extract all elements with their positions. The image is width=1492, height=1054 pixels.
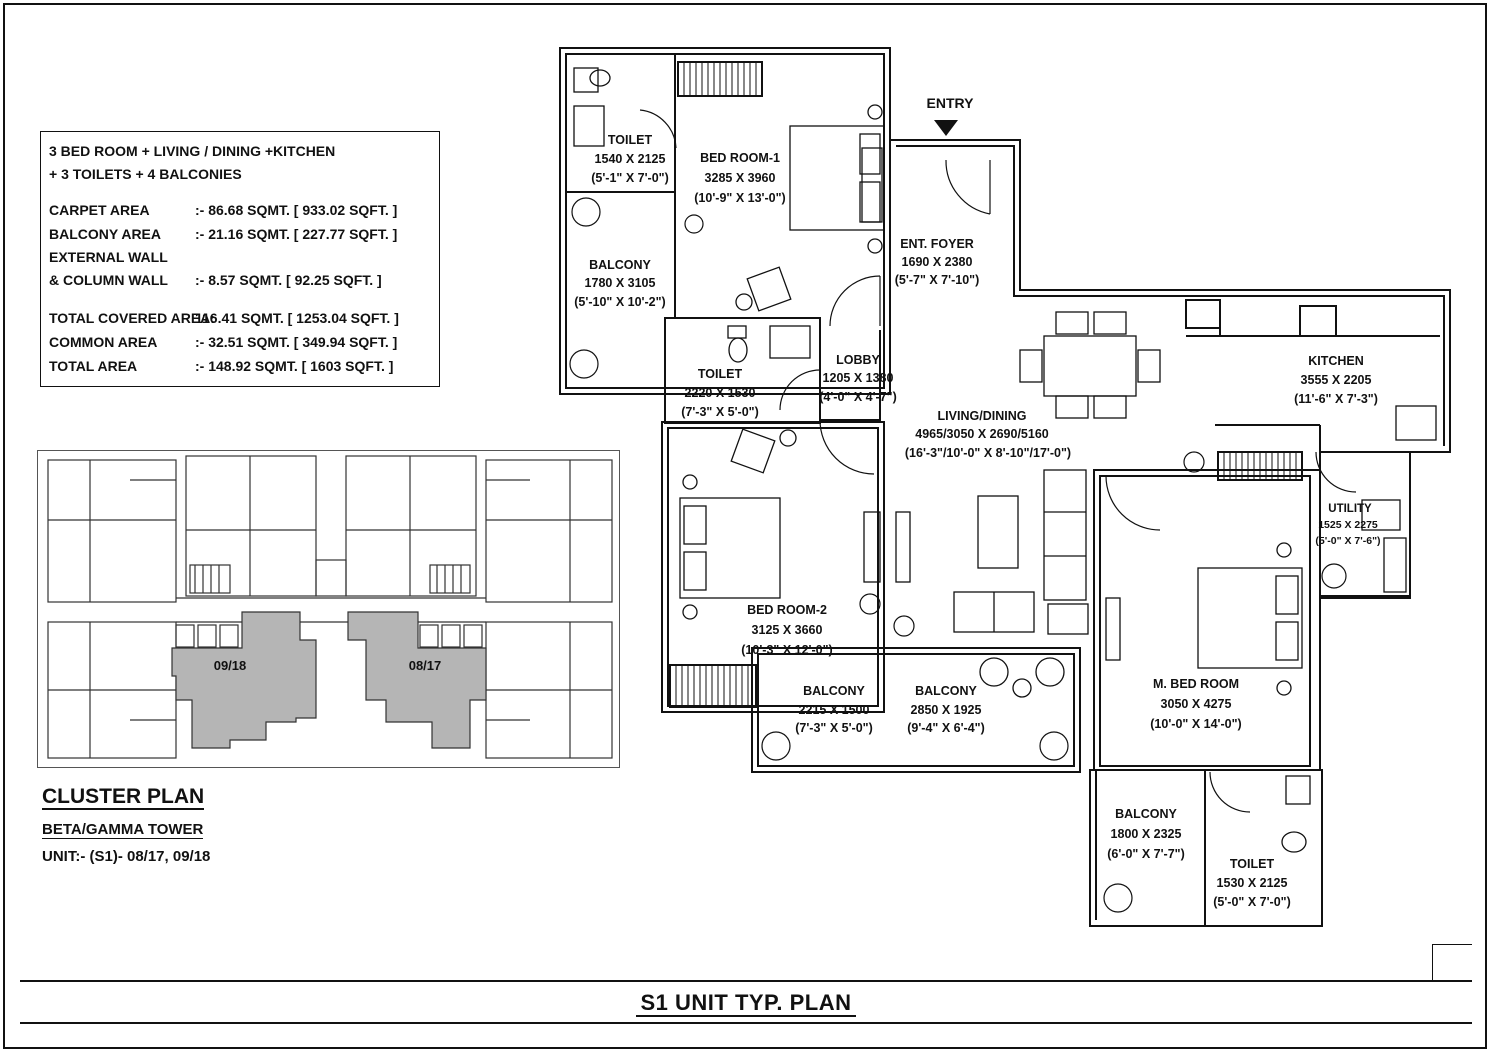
area-value: 116.41 SQMT. [ 1253.04 SQFT. ] xyxy=(195,310,399,326)
room-dims: 1205 X 1380 xyxy=(823,371,894,385)
doors xyxy=(639,109,1357,813)
room-name: ENT. FOYER xyxy=(900,237,974,251)
area-value: :- 148.92 SQMT. [ 1603 SQFT. ] xyxy=(195,358,394,374)
room-name: BALCONY xyxy=(803,684,865,698)
room-imperial: (9'-4" X 6'-4") xyxy=(907,721,985,735)
tower-name-text: BETA/GAMMA TOWER xyxy=(42,821,204,839)
room-dims: 1525 X 2275 xyxy=(1318,519,1378,531)
room-imperial: (10'-3" X 12'-0") xyxy=(741,643,832,657)
room-dims: 3050 X 4275 xyxy=(1161,697,1232,711)
plant-icons xyxy=(569,197,1347,913)
room-imperial: (16'-3"/10'-0" X 8'-10"/17'-0") xyxy=(905,446,1071,460)
room-dims: 1690 X 2380 xyxy=(902,255,973,269)
drawing-sheet xyxy=(3,3,1487,1049)
room-name: TOILET xyxy=(698,367,743,381)
area-row: CARPET AREA :- 86.68 SQMT. [ 933.02 SQFT.… xyxy=(49,202,397,218)
unit-configuration: 3 BED ROOM + LIVING / DINING +KITCHEN + … xyxy=(49,140,335,186)
area-row: BALCONY AREA :- 21.16 SQMT. [ 227.77 SQFT… xyxy=(49,226,397,242)
highlighted-unit-08-17 xyxy=(347,611,487,749)
area-label: BALCONY AREA xyxy=(49,226,162,242)
area-value: :- 86.68 SQMT. [ 933.02 SQFT. ] xyxy=(195,202,398,218)
room-dims: 3555 X 2205 xyxy=(1301,373,1372,387)
unit-label-right: 08/17 xyxy=(409,658,442,673)
area-value: :- 32.51 SQMT. [ 349.94 SQFT. ] xyxy=(195,334,398,350)
room-name: LIVING/DINING xyxy=(938,409,1027,423)
room-labels: TOILET 1540 X 2125 (5'-1" X 7'-0") BED R… xyxy=(574,133,1380,909)
cluster-plan-title: CLUSTER PLAN xyxy=(42,785,205,810)
room-dims: 2215 X 1500 xyxy=(799,703,870,717)
room-name: KITCHEN xyxy=(1308,354,1364,368)
plan-title-bar: S1 UNIT TYP. PLAN xyxy=(20,980,1472,1024)
room-imperial: (7'-3" X 5'-0") xyxy=(681,405,759,419)
room-dims: 1780 X 3105 xyxy=(585,276,656,290)
room-imperial: (5'-0" X 7'-6") xyxy=(1315,535,1380,547)
room-dims: 2850 X 1925 xyxy=(911,703,982,717)
area-row: EXTERNAL WALL xyxy=(49,249,195,265)
room-name: BALCONY xyxy=(1115,807,1177,821)
area-value: :- 21.16 SQMT. [ 227.77 SQFT. ] xyxy=(195,226,398,242)
config-line-1: 3 BED ROOM + LIVING / DINING +KITCHEN xyxy=(49,143,336,159)
balcony-railings xyxy=(675,62,1297,707)
room-name: BED ROOM-1 xyxy=(700,151,780,165)
area-row: COMMON AREA :- 32.51 SQMT. [ 349.94 SQFT.… xyxy=(49,334,397,350)
area-summary-table: 3 BED ROOM + LIVING / DINING +KITCHEN + … xyxy=(40,131,440,387)
room-dims: 1800 X 2325 xyxy=(1111,827,1182,841)
unit-label-left: 09/18 xyxy=(214,658,247,673)
area-value: :- 8.57 SQMT. [ 92.25 SQFT. ] xyxy=(195,272,382,288)
area-label: & COLUMN WALL xyxy=(49,272,168,288)
floor-plan-walls xyxy=(559,47,1451,927)
room-imperial: (5'-7" X 7'-10") xyxy=(895,273,980,287)
room-dims: 3285 X 3960 xyxy=(705,171,776,185)
area-row: TOTAL AREA :- 148.92 SQMT. [ 1603 SQFT. ] xyxy=(49,358,393,374)
tower-name: BETA/GAMMA TOWER xyxy=(42,821,204,839)
room-dims: 4965/3050 X 2690/5160 xyxy=(915,427,1049,441)
highlighted-unit-09-18 xyxy=(171,611,317,749)
area-row: TOTAL COVERED AREA:116.41 SQMT. [ 1253.0… xyxy=(49,310,399,326)
room-imperial: (5'-10" X 10'-2") xyxy=(574,295,665,309)
room-name: BED ROOM-2 xyxy=(747,603,827,617)
area-label: CARPET AREA xyxy=(49,202,150,218)
room-name: LOBBY xyxy=(836,353,880,367)
room-name: TOILET xyxy=(1230,857,1275,871)
area-label: COMMON AREA xyxy=(49,334,158,350)
unit-numbers: UNIT:- (S1)- 08/17, 09/18 xyxy=(42,848,211,865)
room-imperial: (4'-0" X 4'-7") xyxy=(819,390,897,404)
area-row: & COLUMN WALL :- 8.57 SQMT. [ 92.25 SQFT.… xyxy=(49,272,382,288)
room-dims: 3125 X 3660 xyxy=(752,623,823,637)
room-name: UTILITY xyxy=(1328,503,1372,515)
cluster-plan-frame xyxy=(37,450,620,768)
room-imperial: (11'-6" X 7'-3") xyxy=(1294,392,1378,406)
corner-mark xyxy=(1432,944,1472,980)
room-imperial: (6'-0" X 7'-7") xyxy=(1107,847,1185,861)
plan-title-text: S1 UNIT TYP. PLAN xyxy=(636,990,856,1017)
cluster-plan-title-text: CLUSTER PLAN xyxy=(42,785,205,810)
furniture xyxy=(573,67,1437,853)
room-name: M. BED ROOM xyxy=(1153,677,1239,691)
area-label: TOTAL COVERED AREA: xyxy=(49,310,215,326)
area-label: EXTERNAL WALL xyxy=(49,249,168,265)
plan-title: S1 UNIT TYP. PLAN xyxy=(20,990,1472,1017)
room-name: TOILET xyxy=(608,133,653,147)
room-imperial: (5'-1" X 7'-0") xyxy=(591,171,669,185)
room-dims: 1540 X 2125 xyxy=(595,152,666,166)
config-line-2: + 3 TOILETS + 4 BALCONIES xyxy=(49,166,242,182)
room-dims: 1530 X 2125 xyxy=(1217,876,1288,890)
entry-label: ENTRY xyxy=(927,95,975,111)
room-name: BALCONY xyxy=(915,684,977,698)
room-imperial: (10'-0" X 14'-0") xyxy=(1150,717,1241,731)
room-dims: 2220 X 1530 xyxy=(685,386,756,400)
room-imperial: (10'-9" X 13'-0") xyxy=(694,191,785,205)
cluster-plan-drawing xyxy=(47,455,613,759)
area-label: TOTAL AREA xyxy=(49,358,138,374)
room-imperial: (7'-3" X 5'-0") xyxy=(795,721,873,735)
room-imperial: (5'-0" X 7'-0") xyxy=(1213,895,1291,909)
room-name: BALCONY xyxy=(589,258,651,272)
entry-arrow-icon xyxy=(934,120,958,136)
